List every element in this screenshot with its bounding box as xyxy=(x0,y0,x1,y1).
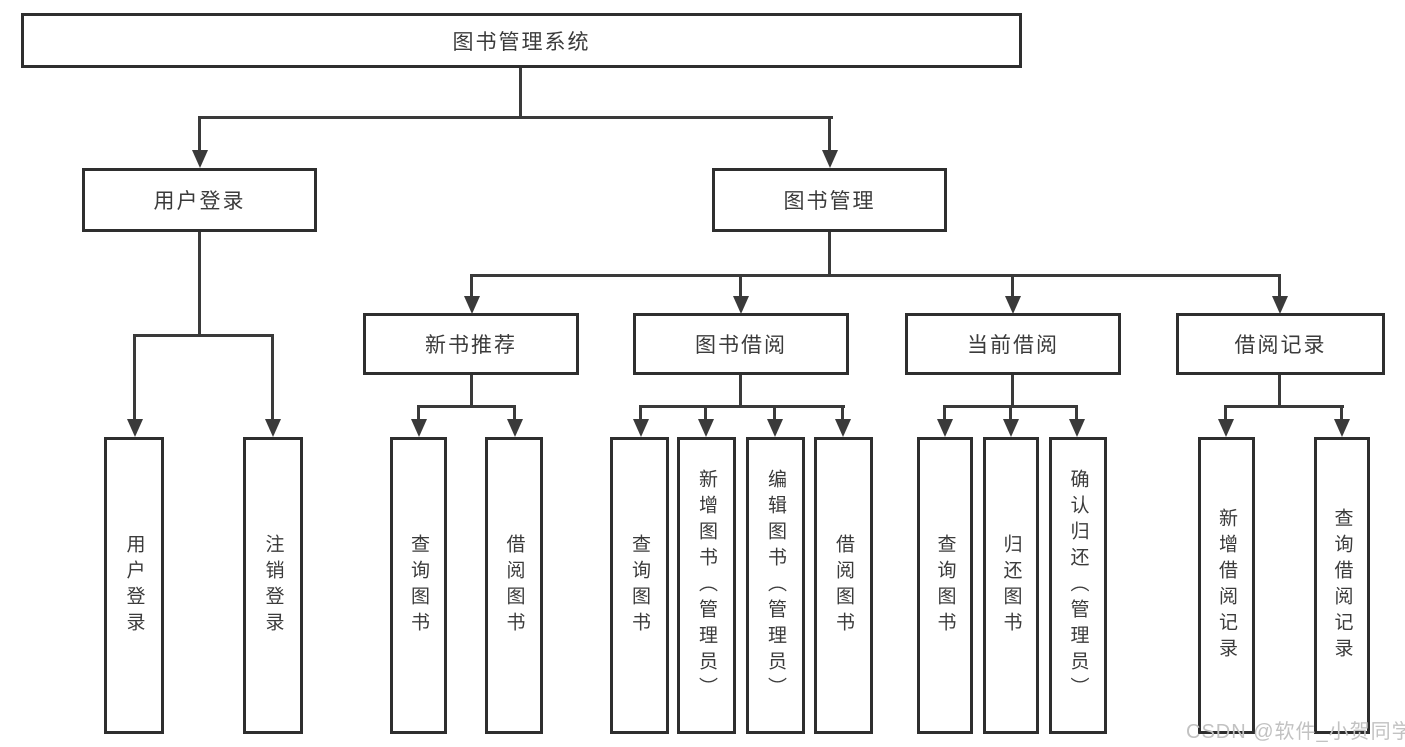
edge-root-stem xyxy=(519,66,522,118)
edge-drop-leaf-user-login xyxy=(133,334,136,422)
edge-book-borrow-stem xyxy=(739,374,742,408)
leaf-bb-query-books: 查询图书 xyxy=(610,437,669,734)
leaf-bb-add-books-admin-label: 新增图书（管理员） xyxy=(696,468,717,703)
arrowhead-cb-return xyxy=(1003,419,1019,437)
node-current-borrow: 当前借阅 xyxy=(905,313,1121,375)
edge-drop-leaf-logout xyxy=(271,334,274,422)
leaf-br-add-record-label: 新增借阅记录 xyxy=(1216,507,1237,664)
edge-drop-br-query xyxy=(1340,405,1343,425)
edge-drop-cb-query xyxy=(943,405,946,425)
edge-drop-bb-edit xyxy=(773,405,776,425)
edge-root-rail xyxy=(198,116,833,119)
leaf-cb-query-books-label: 查询图书 xyxy=(934,533,956,638)
leaf-nbr-borrow-books: 借阅图书 xyxy=(485,437,543,734)
edge-drop-nbr-borrow xyxy=(513,405,516,425)
leaf-bb-edit-books-admin: 编辑图书（管理员） xyxy=(746,437,805,734)
node-new-book-recommend-label: 新书推荐 xyxy=(425,334,517,357)
edge-user-login-stem xyxy=(198,230,201,336)
arrowhead-bb-borrow xyxy=(835,419,851,437)
arrowhead-leaf-user-login xyxy=(127,419,143,437)
node-user-login: 用户登录 xyxy=(82,168,317,232)
leaf-cb-return-books: 归还图书 xyxy=(983,437,1039,734)
leaf-cb-return-books-label: 归还图书 xyxy=(1000,533,1022,638)
leaf-logout-label: 注销登录 xyxy=(262,533,284,638)
arrowhead-bb-edit xyxy=(767,419,783,437)
arrowhead-cb-confirm xyxy=(1069,419,1085,437)
leaf-nbr-query-books-label: 查询图书 xyxy=(408,533,429,638)
arrowhead-br-query xyxy=(1334,419,1350,437)
edge-drop-user-login xyxy=(198,116,201,156)
edge-borrow-records-stem xyxy=(1278,374,1281,408)
leaf-cb-confirm-return-admin-label: 确认归还（管理员） xyxy=(1067,468,1089,703)
node-library-system-label: 图书管理系统 xyxy=(452,30,591,54)
leaf-br-query-record-label: 查询借阅记录 xyxy=(1331,507,1353,664)
node-new-book-recommend: 新书推荐 xyxy=(363,313,579,375)
edge-drop-new-book-recommend xyxy=(470,274,473,300)
arrowhead-new-book-recommend xyxy=(464,296,480,314)
leaf-bb-query-books-label: 查询图书 xyxy=(629,533,650,638)
arrowhead-leaf-logout xyxy=(265,419,281,437)
edge-drop-book-borrow xyxy=(739,274,742,300)
arrowhead-cb-query xyxy=(937,419,953,437)
edge-drop-bb-query xyxy=(639,405,642,425)
node-borrow-records-label: 借阅记录 xyxy=(1234,334,1327,357)
arrowhead-book-management xyxy=(822,150,838,168)
arrowhead-nbr-borrow xyxy=(507,419,523,437)
leaf-bb-borrow-books: 借阅图书 xyxy=(814,437,873,734)
edge-drop-bb-borrow xyxy=(841,405,844,425)
node-borrow-records: 借阅记录 xyxy=(1176,313,1385,375)
edge-drop-br-add xyxy=(1224,405,1227,425)
edge-drop-cb-confirm xyxy=(1075,405,1078,425)
arrowhead-borrow-records xyxy=(1272,296,1288,314)
arrowhead-br-add xyxy=(1218,419,1234,437)
arrowhead-user-login xyxy=(192,150,208,168)
edge-drop-bb-add xyxy=(704,405,707,425)
leaf-bb-borrow-books-label: 借阅图书 xyxy=(833,533,854,638)
arrowhead-bb-add xyxy=(698,419,714,437)
node-book-borrow: 图书借阅 xyxy=(633,313,849,375)
csdn-watermark: CSDN @软件_小贺同学 xyxy=(1186,721,1405,743)
node-library-system: 图书管理系统 xyxy=(21,13,1022,68)
leaf-br-query-record: 查询借阅记录 xyxy=(1314,437,1370,734)
edge-borrow-records-rail xyxy=(1224,405,1344,408)
edge-drop-nbr-query xyxy=(417,405,420,425)
node-book-management-label: 图书管理 xyxy=(783,190,876,213)
edge-book-management-stem xyxy=(828,230,831,276)
leaf-bb-add-books-admin: 新增图书（管理员） xyxy=(677,437,736,734)
node-book-borrow-label: 图书借阅 xyxy=(695,334,787,357)
leaf-nbr-query-books: 查询图书 xyxy=(390,437,447,734)
leaf-user-login: 用户登录 xyxy=(104,437,164,734)
edge-drop-borrow-records xyxy=(1278,274,1281,300)
edge-drop-cb-return xyxy=(1009,405,1012,425)
edge-drop-book-management xyxy=(828,116,831,156)
node-current-borrow-label: 当前借阅 xyxy=(967,334,1059,357)
edge-user-login-rail xyxy=(133,334,274,337)
edge-drop-current-borrow xyxy=(1011,274,1014,300)
arrowhead-nbr-query xyxy=(411,419,427,437)
leaf-cb-confirm-return-admin: 确认归还（管理员） xyxy=(1049,437,1107,734)
edge-book-borrow-rail xyxy=(639,405,845,408)
edge-new-book-recommend-stem xyxy=(470,374,473,408)
arrowhead-bb-query xyxy=(633,419,649,437)
leaf-user-login-label: 用户登录 xyxy=(123,533,145,638)
node-book-management: 图书管理 xyxy=(712,168,947,232)
edge-current-borrow-stem xyxy=(1011,374,1014,408)
node-user-login-label: 用户登录 xyxy=(153,190,246,213)
arrowhead-current-borrow xyxy=(1005,296,1021,314)
arrowhead-book-borrow xyxy=(733,296,749,314)
leaf-logout: 注销登录 xyxy=(243,437,303,734)
edge-new-book-recommend-rail xyxy=(417,405,516,408)
leaf-nbr-borrow-books-label: 借阅图书 xyxy=(503,533,525,638)
leaf-br-add-record: 新增借阅记录 xyxy=(1198,437,1255,734)
edge-book-management-rail xyxy=(470,274,1281,277)
leaf-cb-query-books: 查询图书 xyxy=(917,437,973,734)
leaf-bb-edit-books-admin-label: 编辑图书（管理员） xyxy=(765,468,786,703)
